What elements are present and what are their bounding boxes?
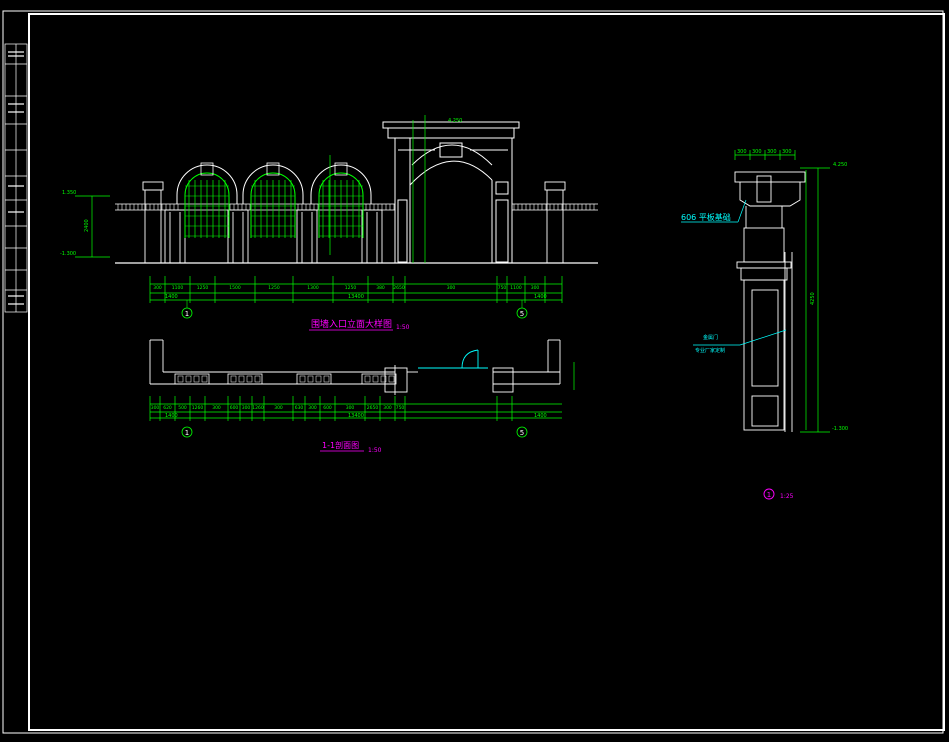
elev-height: 2400 (84, 219, 90, 232)
sect-dim-label: 630 (295, 405, 304, 411)
elevation-scale: 1:50 (396, 324, 410, 331)
sect-dim-label: 600 (230, 405, 239, 411)
elev-dim-label: 1250 (197, 285, 209, 291)
sect-total: 13400 (348, 413, 364, 419)
detail-note-maker: 专业厂家定制 (695, 347, 725, 354)
arched-window (176, 162, 238, 238)
detail-title-group: 1 1:25 (763, 488, 794, 500)
elev-axis-1: 1 (185, 310, 189, 318)
elev-dim-label: 2650 (393, 285, 405, 291)
section-gate-leaf (418, 349, 488, 369)
section-pier (227, 373, 263, 385)
elev-dim-label: 1250 (268, 285, 280, 291)
elev-dim-label: 1100 (172, 285, 184, 291)
elev-dim-label: 300 (531, 285, 540, 291)
elevation-axis-markers: 1 5 (181, 300, 528, 319)
elev-level-bottom: -1.300 (60, 251, 76, 257)
detail-notes: 606 平板基础 金属门 专业厂家定制 (681, 199, 787, 354)
section-axis-markers: 1 5 (181, 426, 528, 438)
outer-border (2, 10, 944, 734)
end-posts (142, 181, 566, 264)
sect-dim-label: 300 (274, 405, 283, 411)
section-drawing (149, 339, 561, 395)
section-dimensions (149, 362, 575, 421)
sect-sub-right: 1400 (534, 413, 547, 419)
detail-mark: 1 (767, 491, 771, 499)
sect-sub-left: 1400 (165, 413, 178, 419)
detail-note-base: 606 平板基础 (681, 212, 731, 222)
sect-dim-label: 500 (178, 405, 187, 411)
wall-pier (227, 209, 249, 264)
sect-dim-label: 300 (383, 405, 392, 411)
wall-pier (164, 209, 186, 264)
detail-note-gate: 金属门 (703, 334, 718, 341)
elevation-title: 围墙入口立面大样图 (311, 318, 392, 330)
elev-axis-5: 5 (520, 310, 524, 318)
sect-dim-label: 600 (323, 405, 332, 411)
elevation-dimensions (75, 115, 563, 303)
detail-dim-4: 300 (782, 149, 792, 155)
section-pier (361, 373, 397, 385)
sect-dim-label: 2650 (367, 405, 379, 411)
wall-pier (361, 209, 383, 264)
section-pier (296, 373, 332, 385)
detail-height: 4250 (810, 292, 816, 305)
arched-window (242, 162, 304, 238)
elev-dim-label: 1250 (345, 285, 357, 291)
detail-level-bottom: -1.300 (832, 426, 848, 432)
elev-dim-label: 1300 (307, 285, 319, 291)
detail-dim-1: 300 (737, 149, 747, 155)
sect-dim-label: 300 (212, 405, 221, 411)
gate-arch (382, 121, 520, 263)
section-dim-labels: 1400 13400 1400 (165, 413, 547, 419)
elevation-title-group: 围墙入口立面大样图 1:50 (309, 318, 410, 331)
elev-dim-label: 750 (498, 285, 507, 291)
sect-dim-label: 750 (396, 405, 405, 411)
elev-sub-right: 1400 (534, 294, 547, 300)
elev-dim-label: 300 (153, 285, 162, 291)
wall-pier (296, 209, 318, 264)
sect-dim-label: 300 (151, 405, 160, 411)
sect-dim-label: 300 (242, 405, 251, 411)
section-title: 1-1剖面图 (322, 440, 359, 450)
title-block (4, 43, 28, 313)
sect-dim-label: 1260 (252, 405, 264, 411)
section-scale: 1:50 (368, 447, 382, 454)
column-detail (734, 171, 806, 432)
elev-dim-label: 1100 (510, 285, 522, 291)
elev-total: 13400 (348, 294, 364, 300)
detail-dimensions (734, 150, 830, 433)
detail-scale: 1:25 (780, 493, 794, 500)
elev-dim-label: 1500 (229, 285, 241, 291)
elev-gate-level: 4.250 (448, 118, 462, 124)
elev-dim-label: 300 (447, 285, 456, 291)
sect-dim-label: 620 (163, 405, 172, 411)
elev-level-top: 1.350 (62, 190, 76, 196)
sect-dim-label: 1260 (192, 405, 204, 411)
detail-dim-2: 300 (752, 149, 762, 155)
sect-axis-1: 1 (185, 429, 189, 437)
sect-dim-label: 300 (308, 405, 317, 411)
section-title-group: 1-1剖面图 1:50 (320, 440, 382, 454)
sect-axis-5: 5 (520, 429, 524, 437)
detail-dim-3: 300 (767, 149, 777, 155)
elevation-drawing (115, 121, 598, 264)
inner-border (28, 13, 945, 731)
sect-dim-label: 300 (346, 405, 355, 411)
detail-level-top: 4.250 (833, 162, 847, 168)
section-pier (174, 373, 210, 385)
elev-dim-label: 380 (376, 285, 385, 291)
detail-dim-labels: 300 300 300 300 4.250 -1.300 4250 (737, 149, 848, 432)
elev-sub-left: 1400 (165, 294, 178, 300)
arched-window (310, 162, 372, 238)
elevation-dim-labels: 1.350 2400 -1.300 4.250 1400 13400 1400 (60, 118, 547, 300)
